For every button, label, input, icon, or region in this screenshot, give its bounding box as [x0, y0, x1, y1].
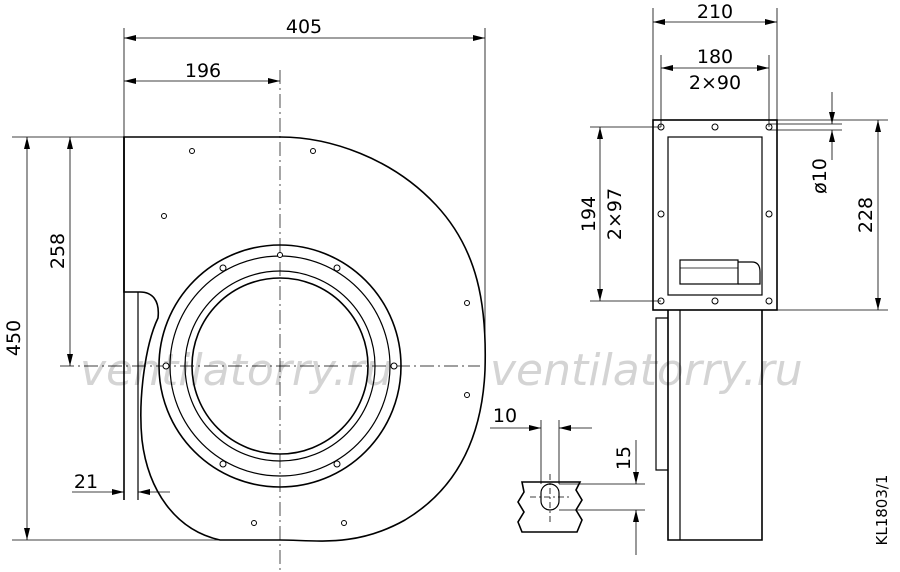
housing-hole — [341, 520, 347, 526]
slot-detail: 10 15 — [490, 405, 645, 555]
dim-flange-gap: 21 — [74, 471, 98, 493]
dim-side-height: 228 — [855, 197, 877, 233]
dim-overall-height: 450 — [3, 320, 25, 356]
flange-hole — [657, 210, 665, 218]
housing-hole — [251, 520, 257, 526]
housing-holes — [161, 148, 470, 526]
side-housing-body — [667, 310, 763, 541]
dim-side-width: 210 — [697, 1, 733, 23]
bolt-hole — [333, 460, 341, 468]
side-flange-holes — [657, 123, 773, 305]
housing-hole — [310, 148, 316, 154]
flange-hole — [711, 297, 719, 305]
flange-hole — [765, 210, 773, 218]
flange-hole — [711, 123, 719, 131]
bolt-hole — [219, 460, 227, 468]
dim-hole-diameter: ø10 — [809, 158, 831, 194]
dim-hole-spacing-v: 194 — [578, 196, 600, 232]
bolt-hole — [219, 264, 227, 272]
bolt-hole — [162, 362, 170, 370]
motor-block — [679, 259, 739, 285]
outlet-flange-plate — [652, 119, 778, 311]
drawing-code: KL1803/1 — [873, 475, 891, 546]
housing-hole — [189, 148, 195, 154]
outlet-opening — [667, 136, 763, 296]
bolt-hole — [390, 362, 398, 370]
dim-axis-height: 258 — [47, 233, 69, 269]
housing-hole — [464, 392, 470, 398]
dim-overall-width: 405 — [286, 16, 322, 38]
dim-hole-spacing-v-sub: 2×97 — [604, 188, 626, 240]
slot-detail-strip — [517, 481, 583, 533]
motor-guard — [738, 261, 761, 285]
front-view: 405 196 450 258 21 — [3, 16, 487, 570]
housing-scroll-outline — [123, 136, 487, 542]
housing-hole — [161, 213, 167, 219]
flange-hole — [765, 297, 773, 305]
dim-slot-length: 15 — [613, 446, 635, 470]
side-view: 210 180 2×90 194 2×97 228 ø10 — [578, 1, 888, 541]
dim-slot-width: 10 — [493, 405, 517, 427]
flange-bolt-holes — [162, 252, 398, 468]
housing-hole — [464, 300, 470, 306]
dim-axis-offset: 196 — [185, 60, 221, 82]
dim-hole-spacing-h: 180 — [697, 46, 733, 68]
dim-hole-spacing-h-sub: 2×90 — [689, 72, 741, 94]
bolt-hole — [277, 252, 283, 258]
side-inlet-bulge — [655, 317, 668, 471]
watermark-left: ventilatorry.ru — [80, 345, 393, 396]
watermark-right: ventilatorry.ru — [490, 345, 803, 396]
bolt-hole — [333, 264, 341, 272]
